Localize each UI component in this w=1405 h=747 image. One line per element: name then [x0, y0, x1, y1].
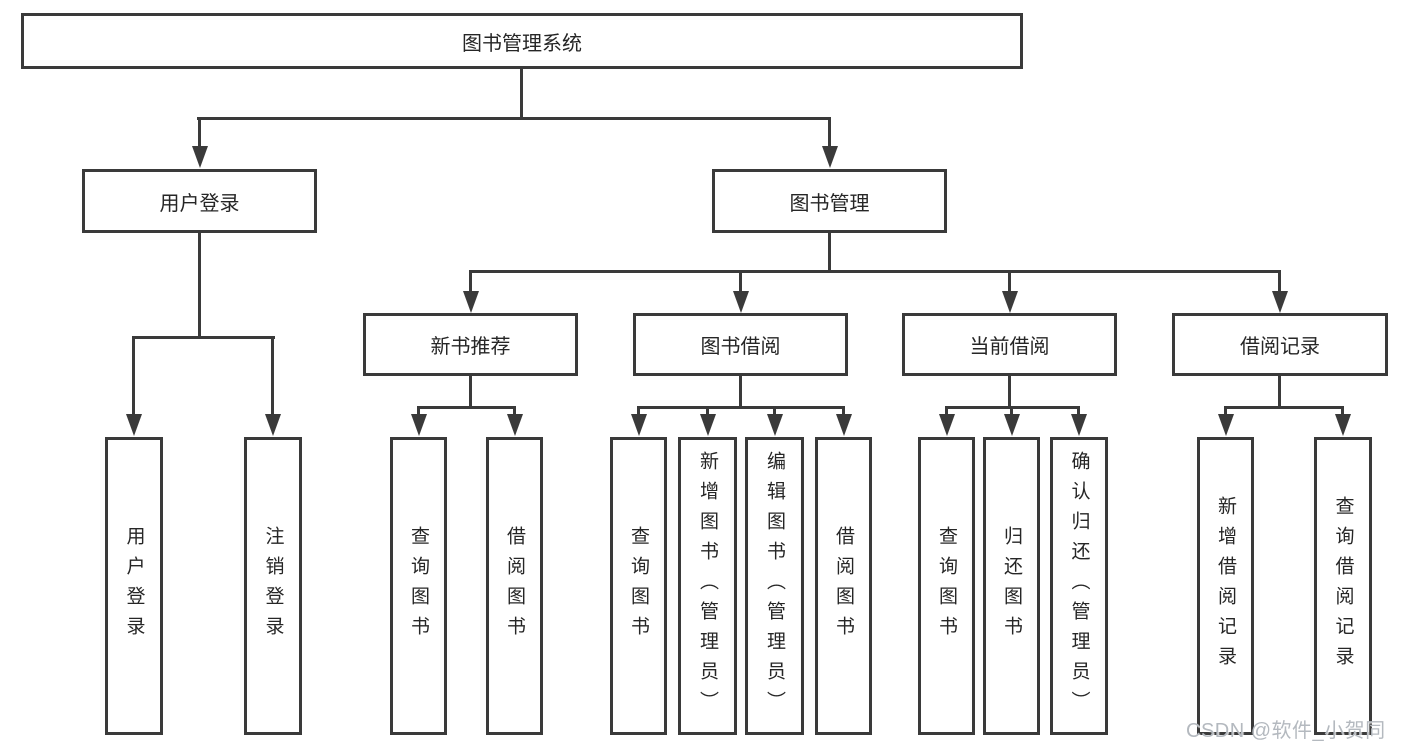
connector-bb-drop-1	[637, 406, 640, 417]
leaf-bb-query-books: 查询图书	[610, 437, 667, 735]
arrow-down-icon	[700, 414, 716, 436]
leaf-nb-query-books: 查询图书	[390, 437, 447, 735]
arrow-down-icon	[767, 414, 783, 436]
leaf-user-login-label: 用户登录	[123, 526, 145, 646]
arrow-down-icon	[1335, 414, 1351, 436]
node-book-borrow-label: 图书借阅	[700, 336, 781, 358]
arrow-down-icon	[939, 414, 955, 436]
connector-user-bus	[132, 336, 275, 339]
leaf-nb-query-books-label: 查询图书	[408, 526, 429, 646]
arrow-down-icon	[411, 414, 427, 436]
leaf-br-add-record: 新增借阅记录	[1197, 437, 1254, 735]
connector-bb-bus	[637, 406, 845, 409]
connector-mgmt-drop-3	[1008, 270, 1011, 293]
node-root-label: 图书管理系统	[462, 32, 582, 55]
connector-root-drop-right	[828, 117, 831, 148]
connector-root-drop-left	[198, 117, 201, 148]
leaf-br-query-record: 查询借阅记录	[1314, 437, 1372, 735]
arrow-down-icon	[126, 414, 142, 436]
node-current-borrow-label: 当前借阅	[969, 336, 1050, 358]
connector-br-drop-1	[1224, 406, 1227, 417]
leaf-cb-return-books-label: 归还图书	[1001, 526, 1022, 646]
arrow-down-icon	[836, 414, 852, 436]
leaf-bb-edit-books-admin: 编辑图书（管理员）	[745, 437, 804, 735]
connector-cb-drop-1	[945, 406, 948, 417]
leaf-nb-borrow-books: 借阅图书	[486, 437, 543, 735]
leaf-cb-return-books: 归还图书	[983, 437, 1040, 735]
arrow-down-icon	[733, 291, 749, 313]
connector-bb-drop-3	[773, 406, 776, 417]
leaf-cb-query-books: 查询图书	[918, 437, 975, 735]
leaf-logout: 注销登录	[244, 437, 302, 735]
node-user-login-label: 用户登录	[159, 192, 240, 215]
node-user-login: 用户登录	[82, 169, 317, 233]
node-borrow-records-label: 借阅记录	[1240, 336, 1320, 358]
node-book-management-label: 图书管理	[789, 192, 870, 215]
arrow-down-icon	[507, 414, 523, 436]
leaf-br-add-record-label: 新增借阅记录	[1215, 496, 1236, 676]
connector-br-drop-2	[1341, 406, 1344, 417]
connector-br-bus	[1224, 406, 1344, 409]
node-current-borrow: 当前借阅	[902, 313, 1117, 376]
connector-mgmt-drop-1	[469, 270, 472, 293]
connector-bb-drop-4	[842, 406, 845, 417]
connector-user-drop-1	[132, 336, 135, 416]
leaf-bb-add-books-admin: 新增图书（管理员）	[678, 437, 737, 735]
node-root: 图书管理系统	[21, 13, 1023, 69]
connector-nb-drop-1	[417, 406, 420, 417]
arrow-down-icon	[1002, 291, 1018, 313]
arrow-down-icon	[1071, 414, 1087, 436]
arrow-down-icon	[265, 414, 281, 436]
leaf-bb-edit-books-admin-label: 编辑图书（管理员）	[764, 451, 785, 721]
leaf-bb-query-books-label: 查询图书	[628, 526, 649, 646]
connector-mgmt-drop-4	[1278, 270, 1281, 293]
connector-cb-drop-3	[1077, 406, 1080, 417]
leaf-logout-label: 注销登录	[262, 526, 284, 646]
leaf-bb-borrow-books: 借阅图书	[815, 437, 872, 735]
node-book-management: 图书管理	[712, 169, 947, 233]
leaf-cb-confirm-return-admin: 确认归还（管理员）	[1050, 437, 1108, 735]
node-new-book-recommend-label: 新书推荐	[430, 336, 511, 358]
leaf-cb-confirm-return-admin-label: 确认归还（管理员）	[1068, 451, 1090, 721]
node-book-borrow: 图书借阅	[633, 313, 848, 376]
connector-user-stem	[198, 233, 201, 339]
leaf-bb-add-books-admin-label: 新增图书（管理员）	[697, 451, 718, 721]
leaf-br-query-record-label: 查询借阅记录	[1332, 496, 1354, 676]
leaf-nb-borrow-books-label: 借阅图书	[504, 526, 525, 646]
connector-bb-drop-2	[706, 406, 709, 417]
leaf-bb-borrow-books-label: 借阅图书	[833, 526, 854, 646]
connector-nb-bus	[417, 406, 516, 409]
connector-cb-stem	[1008, 376, 1011, 409]
connector-nb-drop-2	[513, 406, 516, 417]
arrow-down-icon	[463, 291, 479, 313]
connector-root-bus	[197, 117, 831, 120]
connector-nb-stem	[469, 376, 472, 409]
connector-user-drop-2	[271, 336, 274, 416]
connector-bb-stem	[739, 376, 742, 409]
arrow-down-icon	[1218, 414, 1234, 436]
arrow-down-icon	[631, 414, 647, 436]
connector-mgmt-bus	[469, 270, 1281, 273]
node-borrow-records: 借阅记录	[1172, 313, 1388, 376]
connector-br-stem	[1278, 376, 1281, 409]
arrow-down-icon	[1272, 291, 1288, 313]
leaf-user-login: 用户登录	[105, 437, 163, 735]
leaf-cb-query-books-label: 查询图书	[936, 526, 957, 646]
connector-mgmt-stem	[828, 233, 831, 273]
csdn-watermark: CSDN @软件_小贺同学	[1186, 720, 1386, 742]
arrow-down-icon	[192, 146, 208, 168]
node-new-book-recommend: 新书推荐	[363, 313, 578, 376]
connector-mgmt-drop-2	[739, 270, 742, 293]
connector-cb-drop-2	[1010, 406, 1013, 417]
arrow-down-icon	[822, 146, 838, 168]
connector-root-stem	[520, 68, 523, 118]
arrow-down-icon	[1004, 414, 1020, 436]
